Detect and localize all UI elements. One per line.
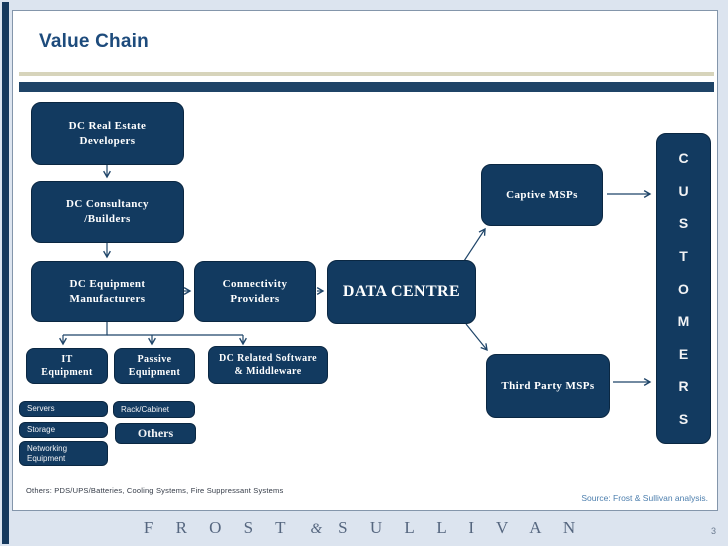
- box-label: Servers: [27, 404, 55, 413]
- box-label: Networking Equipment: [27, 443, 68, 463]
- box-label: DC Consultancy /Builders: [66, 198, 149, 225]
- customers-bar: C U S T O M E R S: [656, 133, 711, 444]
- box-label: DC Real Estate Developers: [68, 119, 147, 147]
- customers-letter: O: [678, 280, 689, 297]
- box-storage: Storage: [19, 422, 108, 438]
- frost-sullivan-logo: F R O S T&S U L L I V A N: [0, 518, 728, 538]
- box-label: Others: [137, 426, 174, 440]
- box-label: Captive MSPs: [506, 188, 578, 201]
- box-third-party-msps: Third Party MSPs: [486, 354, 610, 418]
- box-label: DATA CENTRE: [342, 283, 461, 301]
- box-label: DC Equipment Manufacturers: [69, 277, 146, 305]
- box-data-centre: DATA CENTRE: [327, 260, 476, 324]
- title-divider-navy: [19, 82, 714, 92]
- logo-frost-text: F R O S T: [143, 518, 295, 537]
- customers-letter: R: [678, 378, 689, 395]
- box-rack-cabinet: Rack/Cabinet: [113, 401, 195, 418]
- box-label: Passive Equipment: [128, 353, 181, 379]
- slide-canvas: Value Chain DC Real Estate Developers: [12, 10, 718, 511]
- customers-letter: M: [677, 313, 690, 330]
- box-passive-equipment: Passive Equipment: [114, 348, 195, 384]
- box-it-equipment: IT Equipment: [26, 348, 108, 384]
- box-dc-consultancy-builders: DC Consultancy /Builders: [31, 181, 184, 243]
- box-label: Third Party MSPs: [501, 379, 595, 392]
- title-divider-tan: [19, 72, 714, 76]
- logo-sullivan-text: S U L L I V A N: [338, 518, 585, 537]
- footnote-text: Others: PDS/UPS/Batteries, Cooling Syste…: [26, 486, 284, 495]
- customers-letter: T: [679, 247, 688, 264]
- box-dc-related-software: DC Related Software & Middleware: [208, 346, 328, 384]
- box-captive-msps: Captive MSPs: [481, 164, 603, 226]
- customers-letter: E: [678, 345, 689, 362]
- box-networking-equipment: Networking Equipment: [19, 441, 108, 466]
- source-attribution: Source: Frost & Sullivan analysis.: [581, 493, 708, 503]
- left-accent-bar: [2, 2, 9, 544]
- page-number: 3: [710, 526, 716, 536]
- customers-letter: S: [678, 411, 689, 427]
- logo-ampersand: &: [310, 521, 323, 537]
- box-label: IT Equipment: [41, 353, 93, 379]
- page-title: Value Chain: [39, 31, 149, 52]
- box-servers: Servers: [19, 401, 108, 417]
- box-label: DC Related Software & Middleware: [219, 352, 317, 378]
- box-dc-real-estate-developers: DC Real Estate Developers: [31, 102, 184, 165]
- box-label: Storage: [27, 425, 56, 434]
- box-dc-equipment-manufacturers: DC Equipment Manufacturers: [31, 261, 184, 322]
- box-label: Rack/Cabinet: [121, 404, 170, 414]
- customers-letter: C: [678, 150, 689, 166]
- box-label: Connectivity Providers: [222, 277, 288, 305]
- box-connectivity-providers: Connectivity Providers: [194, 261, 316, 322]
- box-others: Others: [115, 423, 196, 444]
- customers-letter: S: [678, 215, 689, 232]
- customers-letter: U: [678, 182, 689, 199]
